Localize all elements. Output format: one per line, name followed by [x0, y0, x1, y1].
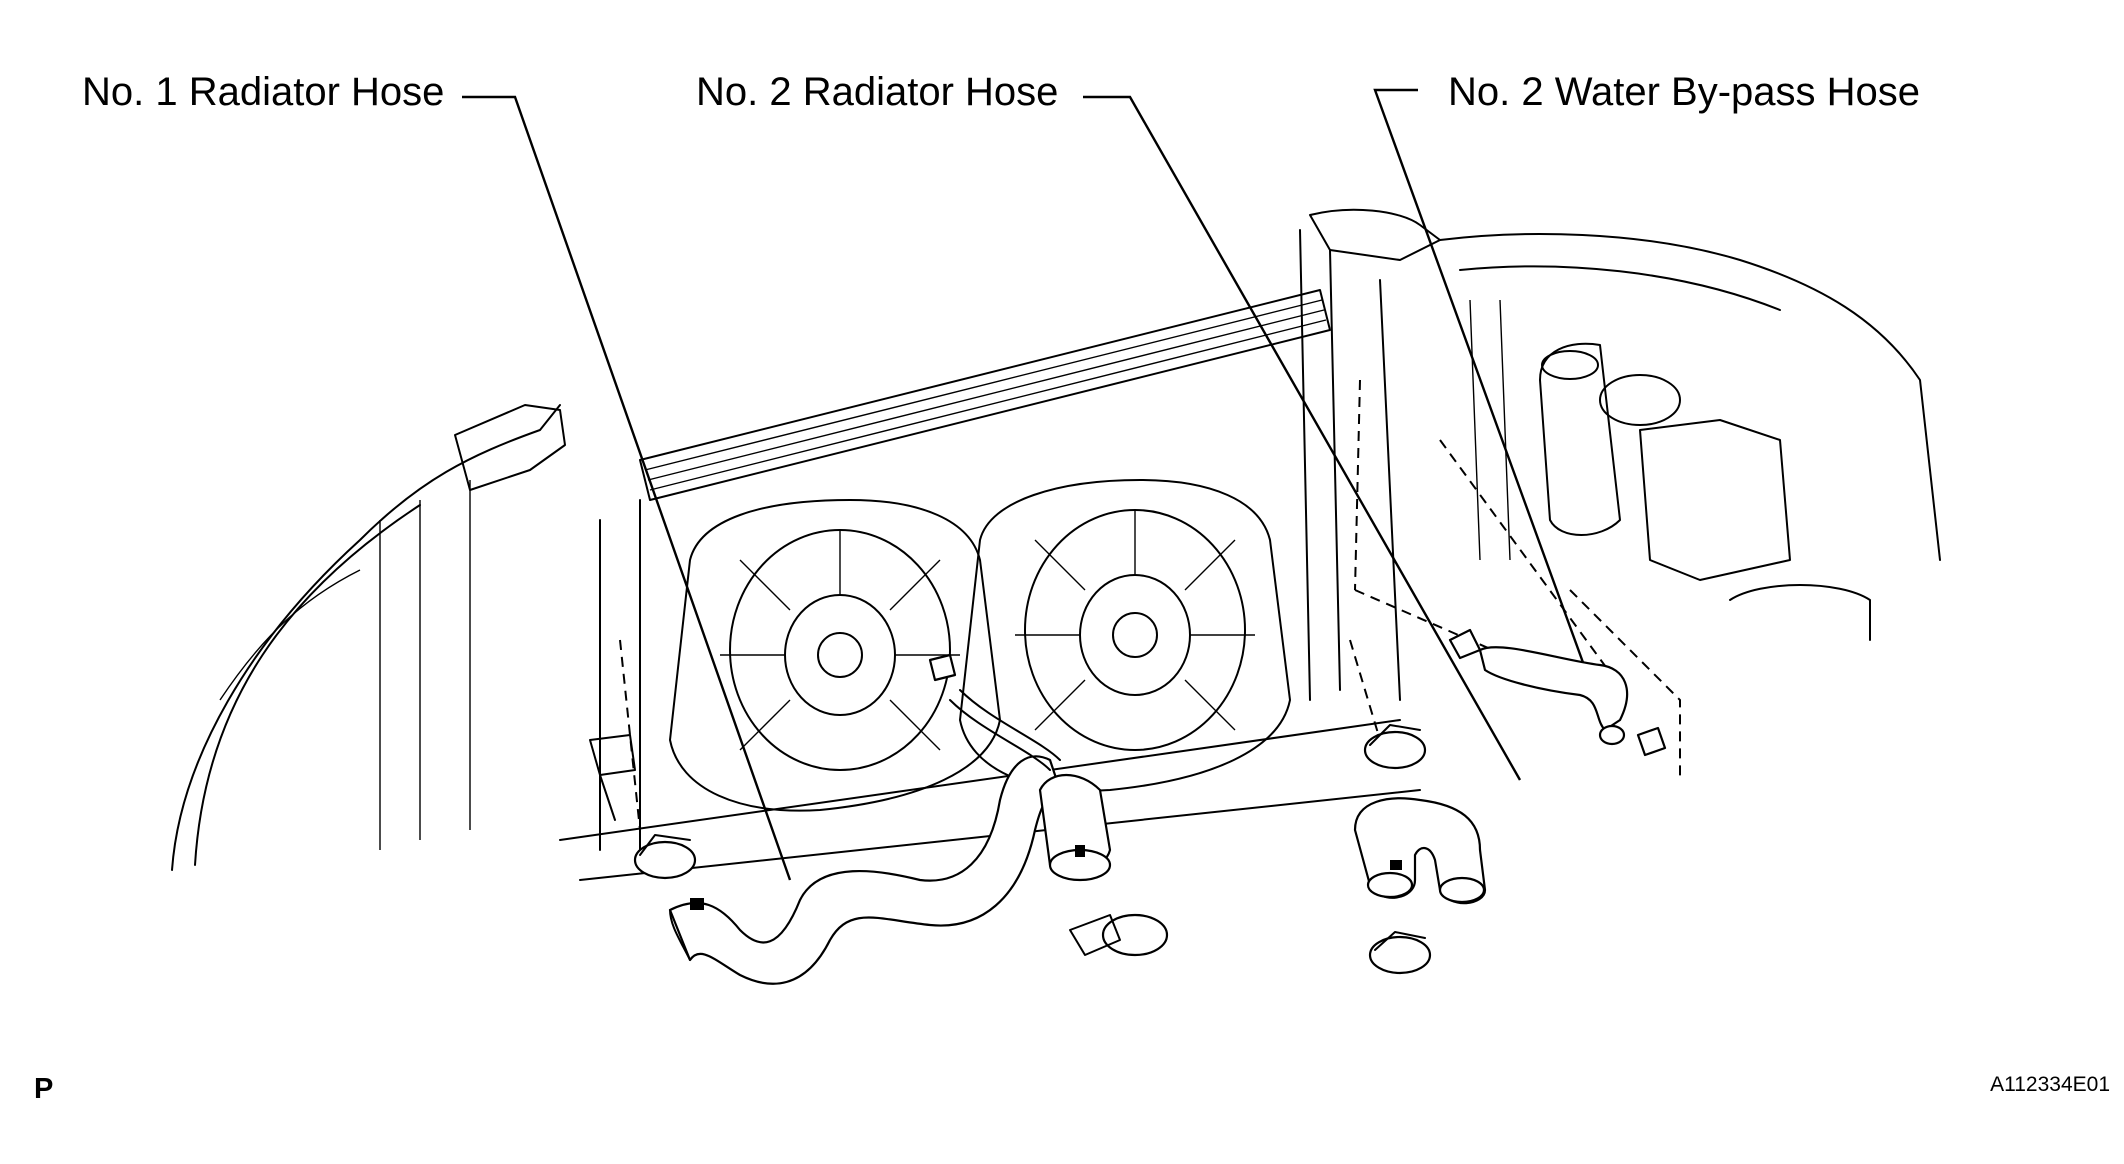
fan-shroud-right	[959, 479, 1291, 792]
hose-clamp-1b	[1069, 913, 1169, 957]
hose-clamp-1a	[633, 834, 697, 880]
hose-clamp-3b	[1636, 726, 1667, 757]
hose-clamp-2b	[1368, 931, 1432, 975]
sensor-left	[589, 734, 636, 821]
leader-lines	[462, 88, 1587, 881]
hose-clamp-3a	[1448, 628, 1482, 660]
leader-line-radiator-hose-2	[1083, 95, 1522, 781]
radiator-hose-1	[668, 689, 1112, 985]
leader-line-water-bypass-hose	[1373, 88, 1587, 669]
water-bypass-hose-2	[1478, 646, 1629, 746]
left-fender	[171, 404, 566, 871]
fan-shroud-left	[669, 499, 1001, 812]
hose-clamp-2a	[1363, 724, 1427, 770]
leader-line-radiator-hose-1	[462, 95, 792, 881]
figure-id: A112334E01	[1990, 1073, 2110, 1096]
radiator-hose-2	[1353, 797, 1487, 905]
label-no2-water-bypass-hose: No. 2 Water By-pass Hose	[1448, 70, 1921, 114]
label-no1-radiator-hose: No. 1 Radiator Hose	[82, 70, 445, 114]
corner-mark: P	[34, 1073, 54, 1105]
label-no2-radiator-hose: No. 2 Radiator Hose	[696, 70, 1059, 114]
reservoir-area	[1439, 233, 1941, 641]
hose-clamp-1c	[928, 653, 957, 682]
